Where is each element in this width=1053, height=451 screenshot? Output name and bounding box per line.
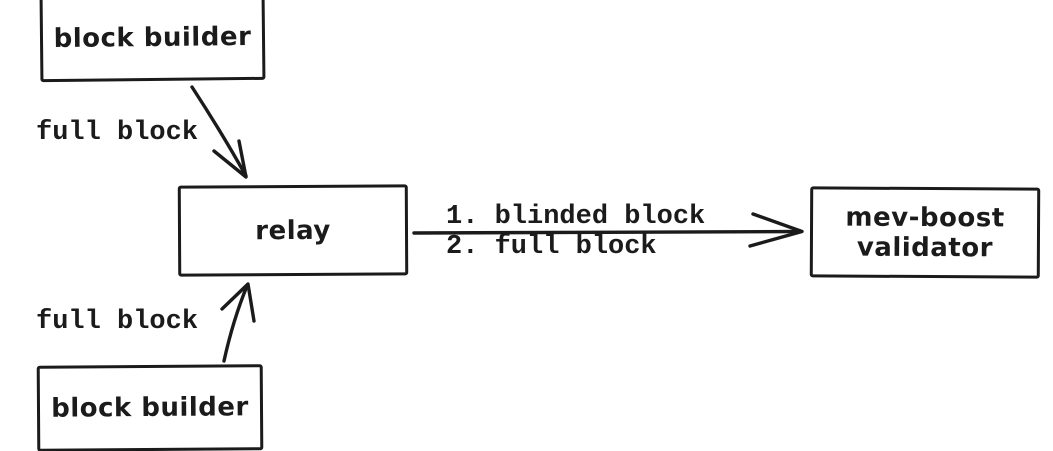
node-label-block-builder-bottom: block builder [51,392,249,424]
node-block-builder-bottom: block builder [36,364,264,451]
arrow-bottom-builder-to-relay [220,282,256,363]
node-label-relay: relay [255,215,331,246]
validator-label-line1: mev-boost [845,202,1005,233]
edge-label-full-block-top: full block [36,118,199,148]
edge-label-full-block-2: 2. full block [446,232,657,262]
node-relay: relay [177,184,409,277]
edge-label-blinded-block: 1. blinded block [446,202,706,232]
edge-label-full-block-bottom: full block [36,307,199,337]
validator-label-line2: validator [856,232,994,263]
node-block-builder-top: block builder [39,0,266,83]
arrow-top-builder-to-relay [190,85,248,179]
node-mev-boost-validator: mev-boost validator [809,186,1041,279]
node-label-mev-boost-validator: mev-boost validator [845,202,1005,263]
node-label-block-builder-top: block builder [53,21,252,54]
